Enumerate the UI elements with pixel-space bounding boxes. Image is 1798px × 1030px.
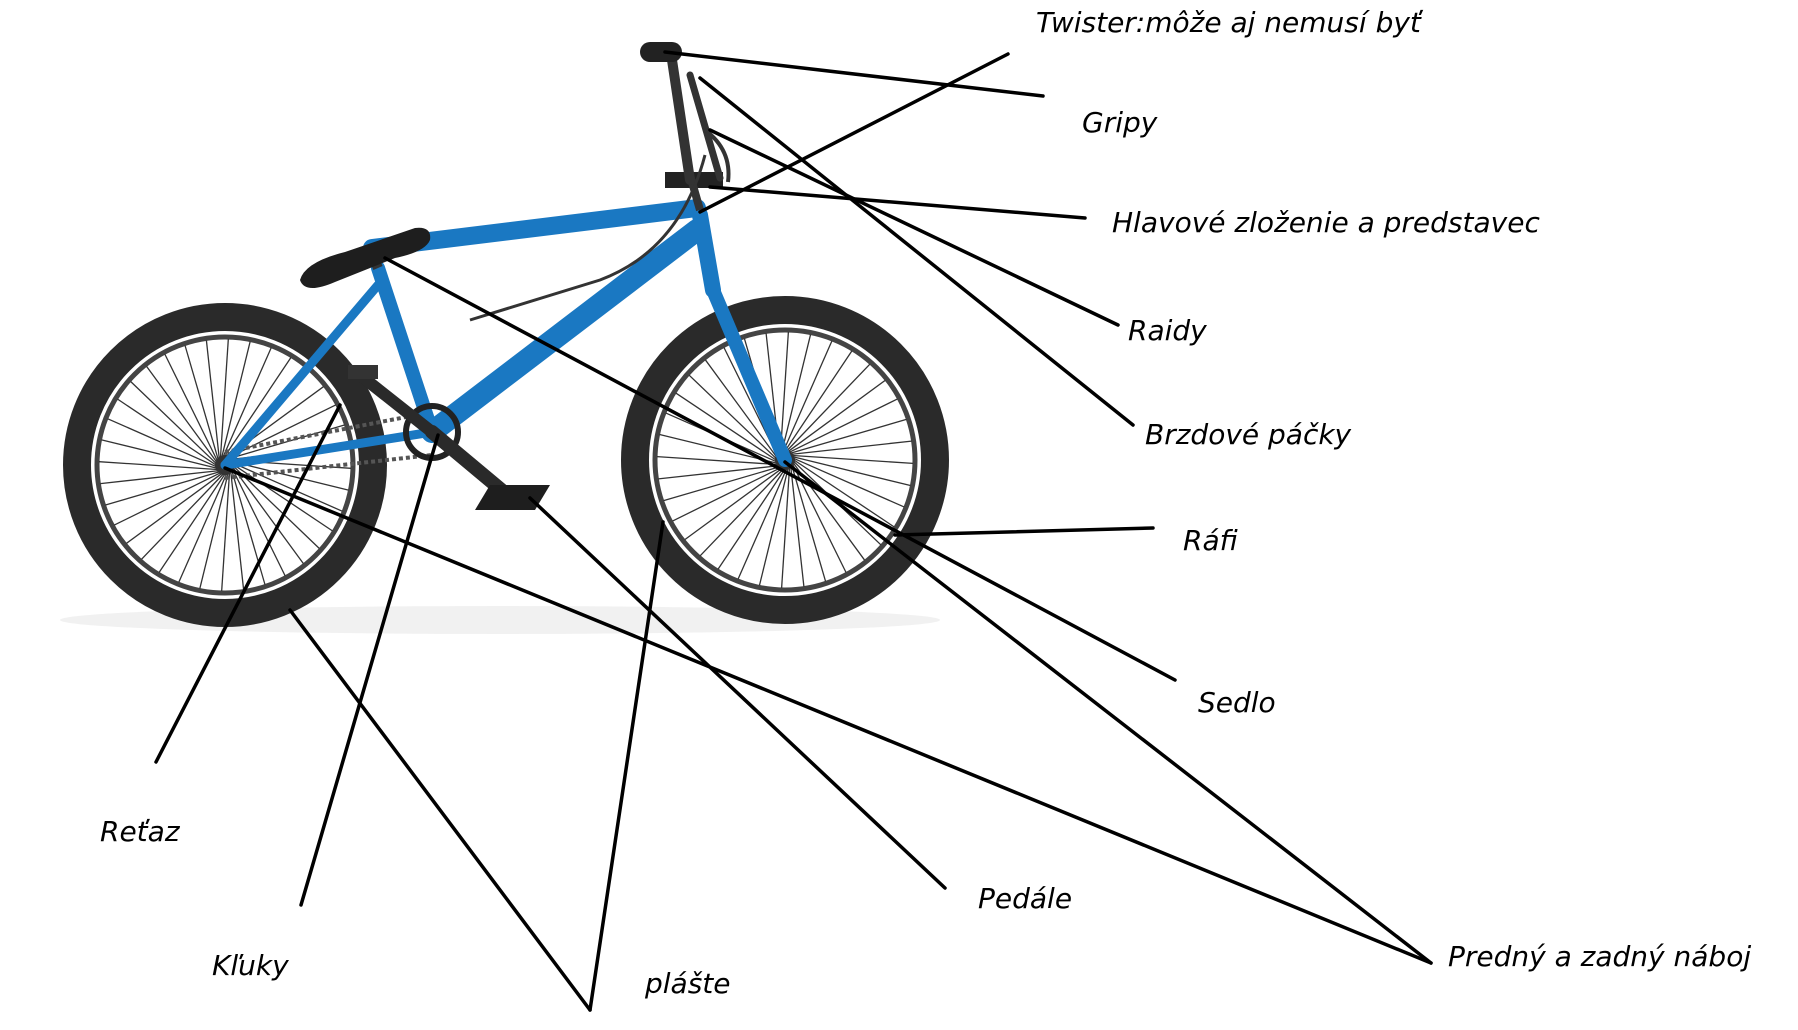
wheel-spoke [232,467,304,565]
bmx-bicycle-illustration [60,42,949,634]
wheel-spoke [222,347,272,457]
wheel-spoke [791,465,827,582]
wheel-spoke [781,334,812,452]
wheel-spoke [657,455,778,466]
wheel-spoke [164,353,218,461]
wheel-spoke [219,339,229,458]
wheel-spoke [233,466,320,549]
wheel-spoke [780,467,791,588]
wheel-spoke [233,461,349,491]
wheel-spoke [105,471,220,506]
wheel-spoke [141,473,224,560]
label-brzdove-packy: Brzdové páčky [1145,418,1352,451]
wheel-spoke [233,464,333,532]
label-hlavove-zlozenie: Hlavové zloženie a predstavec [1112,206,1540,239]
wheel-spoke [178,473,228,583]
label-retaz: Reťaz [100,815,180,848]
wheel-spoke [658,465,779,480]
wheel-spoke [793,459,895,528]
seat [300,227,431,289]
wheel-spoke [107,418,217,468]
wheel-spoke [792,454,913,465]
wheel-spoke [146,365,218,463]
wheel-spoke [184,345,219,460]
wheel-spoke [221,472,231,591]
wheel-spoke [684,467,783,541]
wheel-spoke [125,472,223,544]
wheel-spoke [737,468,788,580]
label-plaste: plášte [645,967,731,1000]
wheel-spoke [790,418,907,454]
label-sedlo: Sedlo [1198,686,1276,719]
leader-lines [154,50,1433,1012]
handlebar-assembly [640,42,731,212]
crankset [348,365,550,510]
wheel-spoke [101,439,217,469]
wheel-spoke [99,461,218,471]
wheel-spoke [199,473,229,589]
wheel-spoke [232,469,286,577]
wheel-spoke [672,467,781,522]
wheel-spoke [791,440,912,455]
wheel-spoke [782,340,833,452]
label-gripy: Gripy [1082,106,1158,139]
wheel-spoke [688,374,777,459]
label-pedale: Pedále [978,882,1073,915]
wheel-spoke [717,468,786,570]
wheel-spoke [793,457,905,508]
chain [224,410,433,480]
wheel-spoke [758,468,789,586]
wheel-spoke [789,398,898,453]
wheel-spoke [704,359,778,458]
wheel-spoke [113,472,221,526]
wheel-spoke [699,468,784,557]
wheel-spoke [100,470,219,485]
wheel-spoke [663,466,780,502]
label-predny-zadny-naboj: Predný a zadný náboj [1448,940,1752,973]
wheel-spoke [205,340,220,459]
wheel-spoke [224,357,292,457]
wheel-spoke [117,398,217,466]
wheel-spoke [158,473,226,573]
label-raidy: Raidy [1128,314,1207,347]
wheel-spoke [231,470,266,585]
wheel-spoke [793,456,911,487]
wheel-spoke [779,332,790,453]
wheel-spoke [233,462,343,512]
wheel-spoke [675,392,777,461]
wheel-spoke [790,466,805,587]
wheel-spoke [230,471,245,590]
wheel-spoke [787,379,886,453]
wheel-spoke [221,341,251,457]
wheel-spoke [130,381,217,464]
wheel-spoke [786,363,871,452]
label-kluky: Kľuky [212,949,289,982]
wheel-spoke [784,350,853,452]
rear-wheel [63,303,387,627]
label-rafi: Ráfi [1183,524,1238,557]
label-twister: Twister:môže aj nemusí byť [1036,6,1421,39]
